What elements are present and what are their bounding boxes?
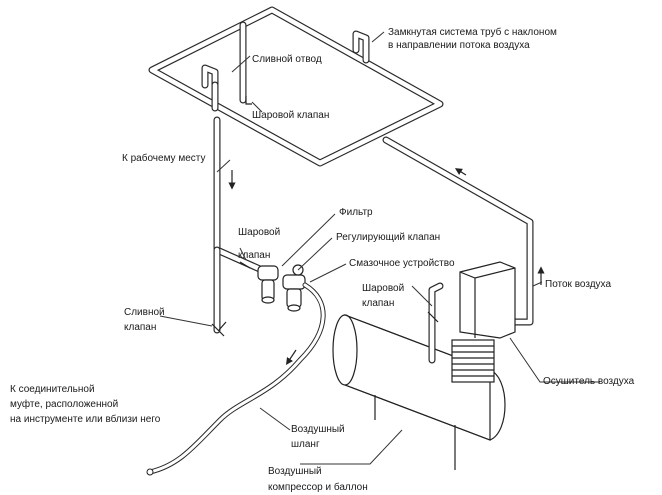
label-air-flow: Поток воздуха <box>545 279 611 290</box>
label-drain-valve-line2: клапан <box>124 322 156 333</box>
label-air-dryer: Осушитель воздуха <box>543 376 635 387</box>
label-ball-valve-mid-line2: клапан <box>238 250 270 261</box>
compressor-motor <box>451 339 495 383</box>
label-ball-valve-top: Шаровой клапан <box>252 110 329 121</box>
air-hose <box>146 282 326 476</box>
ball-valve-top-icon <box>245 96 252 105</box>
drain-branch-pipe <box>201 64 219 112</box>
label-ball-valve-right-line2: клапан <box>362 298 394 309</box>
label-air-hose-line1: Воздушный <box>291 424 345 435</box>
label-ball-valve-right-line1: Шаровой <box>362 283 404 294</box>
compressor-tank <box>332 314 506 470</box>
drain-valve-icon <box>211 321 227 337</box>
loop-riser-right <box>352 30 370 64</box>
label-regulator: Регулирующий клапан <box>336 232 440 243</box>
label-ball-valve-mid-line1: Шаровой <box>238 227 280 238</box>
label-drain-valve-line1: Сливной <box>124 307 165 318</box>
label-coupling-line3: на инструменте или вблизи него <box>10 413 161 425</box>
label-lubricator: Смазочное устройство <box>349 258 455 269</box>
label-coupling-line2: муфте, расположенной <box>10 398 118 410</box>
label-drain-branch: Сливной отвод <box>252 54 322 65</box>
label-coupling-line1: К соединительной <box>10 384 95 395</box>
label-closed-system-line2: в направлении потока воздуха <box>388 40 530 51</box>
tank-outlet-pipe <box>428 282 444 364</box>
ball-valve-right-icon <box>427 311 439 323</box>
label-closed-system-line1: Замкнутая система труб с наклоном <box>388 26 557 38</box>
air-dryer-box <box>459 261 516 339</box>
label-to-workplace: К рабочему месту <box>122 152 205 164</box>
label-compressor-line1: Воздушный <box>268 466 322 477</box>
label-air-hose-line2: шланг <box>291 439 320 450</box>
label-filter: Фильтр <box>339 207 373 218</box>
label-compressor-line2: компрессор и баллон <box>268 481 368 493</box>
closed-pipe-loop <box>148 6 444 167</box>
drop-leg-pipe <box>213 116 266 334</box>
supply-pipe-to-dryer <box>382 136 534 326</box>
frl-unit <box>239 261 306 312</box>
